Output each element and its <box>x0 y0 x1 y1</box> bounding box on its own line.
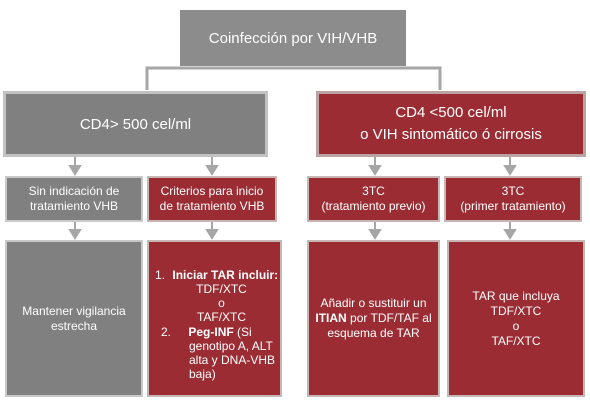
criterios-node: Criterios para inicio de tratamiento VHB <box>147 176 277 222</box>
tar-node: TAR que incluya TDF/XTC o TAF/XTC <box>447 240 585 397</box>
anadir-line2-rest: por TDF/TAF al <box>346 311 432 325</box>
cd4-low-line2: o VIH sintomático ó cirrosis <box>360 126 542 143</box>
cd4-low-line1: CD4 <500 cel/ml <box>395 104 507 121</box>
anadir-node: Añadir o sustituir un ITIAN por TDF/TAF … <box>307 240 440 397</box>
item2-bold: Peg-INF <box>188 325 234 339</box>
vigilancia-line2: estrecha <box>50 318 98 333</box>
3tc-primer-node: 3TC (primer tratamiento) <box>444 176 582 222</box>
3tc-primer-line2: (primer tratamiento) <box>460 199 566 213</box>
opt1: TDF/XTC <box>196 282 247 296</box>
cd4-low-node: CD4 <500 cel/ml o VIH sintomático ó cirr… <box>316 91 586 157</box>
3tc-previo-line2: (tratamiento previo) <box>321 199 426 213</box>
iniciar-item1: 1. Iniciar TAR incluir: <box>149 268 280 282</box>
itian-bold: ITIAN <box>315 311 347 325</box>
root-label: Coinfección por VIH/VHB <box>208 29 378 47</box>
item2-rest3: alta y DNA-VHB <box>189 353 276 367</box>
vigilancia-node: Mantener vigilancia estrecha <box>5 240 143 397</box>
3tc-previo-line1: 3TC <box>362 184 385 198</box>
item1-number: 1. <box>155 268 166 282</box>
sin-indicacion-line1: Sin indicación de <box>28 184 120 198</box>
opt-or: o <box>218 296 225 310</box>
anadir-line1: Añadir o sustituir un <box>320 296 427 310</box>
item2-rest4: baja) <box>189 367 216 381</box>
anadir-line2: ITIAN por TDF/TAF al <box>315 311 431 326</box>
root-node: Coinfección por VIH/VHB <box>180 10 406 66</box>
cd4-high-node: CD4> 500 cel/ml <box>3 91 268 157</box>
iniciar-node: 1. Iniciar TAR incluir: TDF/XTC o TAF/XT… <box>147 240 282 397</box>
item2-rest1: (Si <box>233 325 252 339</box>
sin-indicacion-line2: tratamiento VHB <box>29 199 119 213</box>
tar-line2: TDF/XTC <box>490 303 542 318</box>
tar-line1: TAR que incluya <box>472 288 560 303</box>
iniciar-item2: 2. Peg-INF (Si <box>149 325 280 339</box>
item2-number: 2. <box>161 325 172 339</box>
criterios-line2: de tratamiento VHB <box>159 199 265 213</box>
opt2: TAF/XTC <box>196 310 247 324</box>
item2-rest2: genotipo A, ALT <box>189 339 273 353</box>
tar-line3: TAF/XTC <box>491 333 541 348</box>
cd4-high-label: CD4> 500 cel/ml <box>79 115 192 133</box>
tar-or: o <box>512 318 520 333</box>
3tc-primer-line1: 3TC <box>501 184 525 198</box>
3tc-previo-node: 3TC (tratamiento previo) <box>307 176 440 222</box>
sin-indicacion-node: Sin indicación de tratamiento VHB <box>5 176 143 222</box>
anadir-line3: esquema de TAR <box>327 326 420 340</box>
item1-bold: Iniciar TAR incluir: <box>172 268 279 282</box>
vigilancia-line1: Mantener vigilancia <box>22 303 126 318</box>
criterios-line1: Criterios para inicio <box>160 184 264 198</box>
